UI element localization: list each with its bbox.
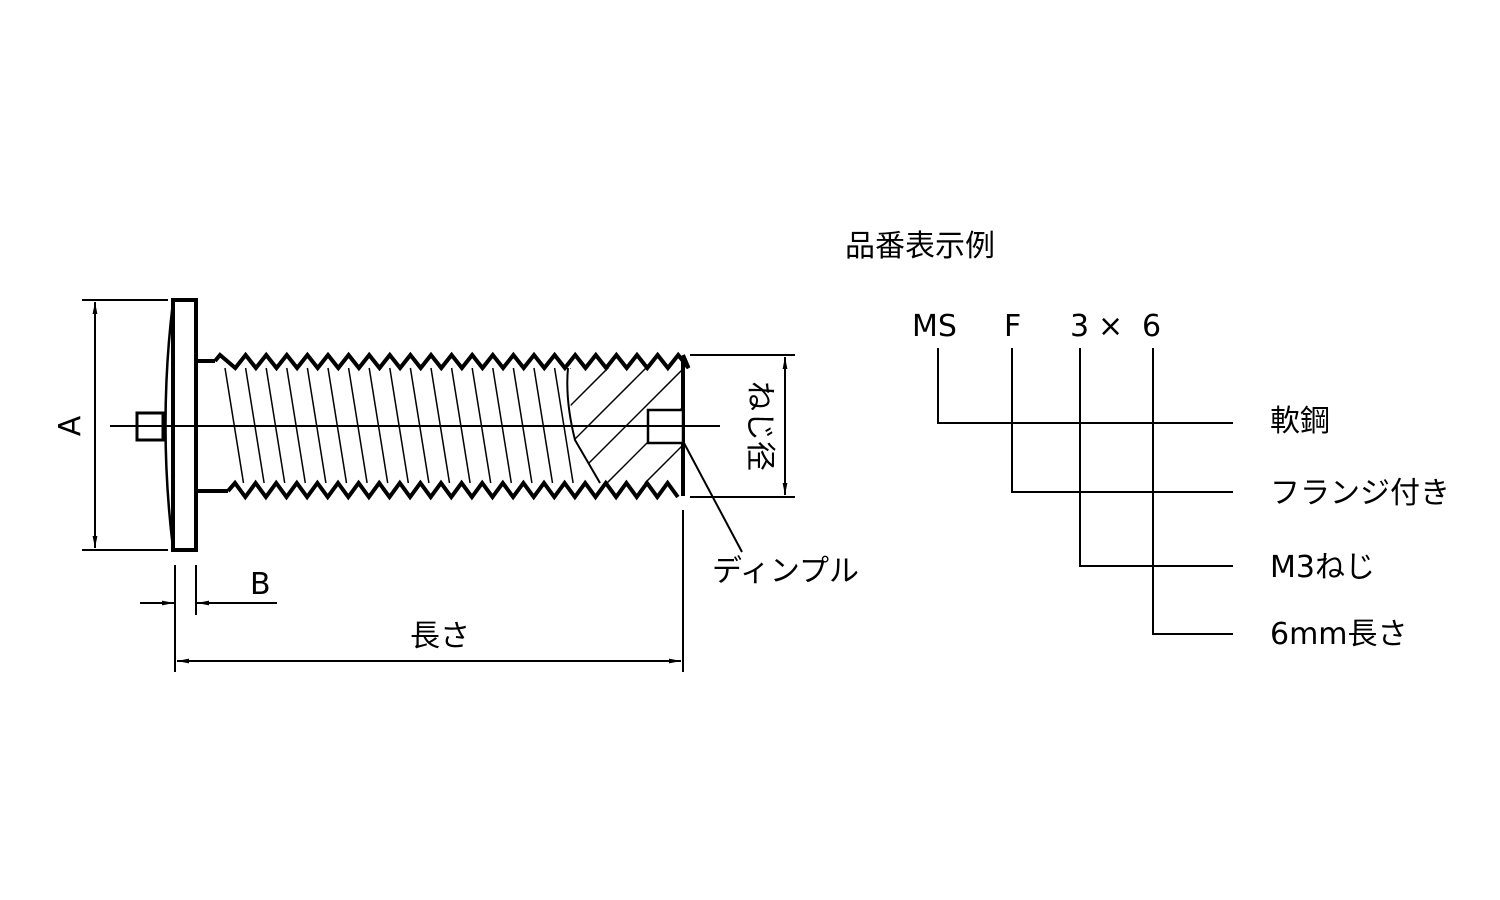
dimension-thread-dia: ねじ径 (690, 354, 795, 498)
code-length: 6 (1142, 309, 1161, 344)
dim-length-label: 長さ (410, 619, 470, 654)
legend-thread: M3ねじ (1270, 550, 1375, 585)
thread-top (213, 351, 691, 372)
code-flange: F (1004, 309, 1021, 344)
example-title: 品番表示例 (845, 229, 995, 264)
dimension-a: A (53, 299, 168, 551)
dimple-label: ディンプル (712, 554, 859, 589)
code-times: × (1098, 309, 1123, 344)
hatch-line (570, 368, 683, 483)
shank (196, 359, 228, 493)
legend-material: 軟鋼 (1270, 404, 1330, 439)
legend-connectors (937, 348, 1233, 635)
hatch-line (570, 368, 675, 483)
hatch-line (759, 340, 902, 483)
hatch-line (570, 368, 637, 483)
part-number-example: 品番表示例 MS F 3 × 6 軟鋼 フランジ付き M3ねじ 6mm長さ (845, 229, 1450, 652)
dim-a-label: A (53, 415, 88, 436)
dimension-b: B (140, 565, 277, 672)
dimple-leader (683, 442, 743, 553)
hatch-line (644, 368, 683, 483)
section-boundary (566, 367, 601, 484)
legend-length: 6mm長さ (1270, 617, 1408, 652)
code-material: MS (912, 309, 957, 344)
legend-flange: フランジ付き (1270, 476, 1450, 511)
dim-thread-dia-label: ねじ径 (742, 381, 777, 471)
dimension-length: 長さ (177, 510, 684, 672)
dim-b-label: B (250, 567, 271, 602)
thread-bottom (226, 479, 680, 501)
code-thread: 3 (1070, 309, 1089, 344)
